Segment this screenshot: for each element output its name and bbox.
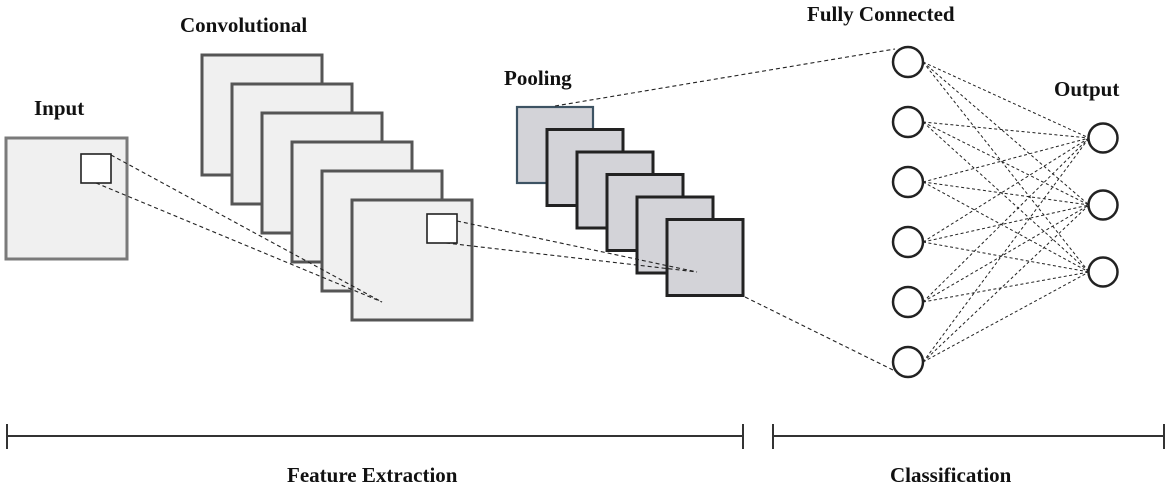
fully-connected-label: Fully Connected: [807, 2, 955, 26]
output-nodes: [1087, 122, 1119, 288]
pool-feature-map: [665, 218, 745, 297]
dense-connection: [922, 271, 1090, 363]
output-node: [1087, 122, 1119, 154]
pooling-label: Pooling: [504, 66, 572, 90]
fully-connected-nodes: [891, 45, 925, 379]
input-receptive-window: [80, 153, 112, 184]
dense-connection: [922, 241, 1090, 273]
dense-connection: [922, 181, 1090, 273]
dense-connection: [922, 61, 1090, 206]
dense-connection: [922, 204, 1090, 363]
dense-connection: [922, 204, 1090, 243]
classification-label: Classification: [890, 463, 1012, 487]
projection-lines: [95, 48, 896, 371]
conv-feature-maps: [200, 53, 474, 322]
dense-connection: [922, 121, 1090, 273]
dense-connection: [922, 61, 1090, 273]
input-to-conv-line-top: [110, 154, 383, 303]
dense-connection: [922, 204, 1090, 303]
classification-bracket: [772, 424, 1165, 449]
dense-connection: [922, 121, 1090, 139]
fc-node: [891, 345, 925, 379]
dense-connections: [922, 61, 1090, 363]
output-node: [1087, 256, 1119, 288]
input-to-conv-line-bottom: [95, 182, 383, 303]
dense-connection: [922, 271, 1090, 303]
conv-receptive-window: [426, 213, 458, 244]
output-node: [1087, 189, 1119, 221]
fc-node: [891, 105, 925, 139]
dense-connection: [922, 137, 1090, 363]
input-label: Input: [34, 96, 85, 120]
dense-connection: [922, 61, 1090, 139]
pool-to-fc-line-bottom: [744, 296, 894, 371]
feature-extraction-bracket: [6, 424, 744, 449]
pool-feature-maps: [515, 105, 745, 297]
fc-node: [891, 225, 925, 259]
feature-extraction-label: Feature Extraction: [287, 463, 458, 487]
fc-node: [891, 285, 925, 319]
dense-connection: [922, 121, 1090, 206]
dense-connection: [922, 137, 1090, 243]
conv-to-pool-line-top: [456, 220, 698, 273]
dense-connection: [922, 181, 1090, 206]
fc-node: [891, 165, 925, 199]
dense-connection: [922, 137, 1090, 303]
pool-to-fc-line-top: [554, 48, 896, 107]
conv-to-pool-line-bottom: [445, 242, 698, 273]
output-label: Output: [1054, 77, 1120, 101]
dense-connection: [922, 137, 1090, 183]
convolutional-label: Convolutional: [180, 13, 308, 37]
fc-node: [891, 45, 925, 79]
